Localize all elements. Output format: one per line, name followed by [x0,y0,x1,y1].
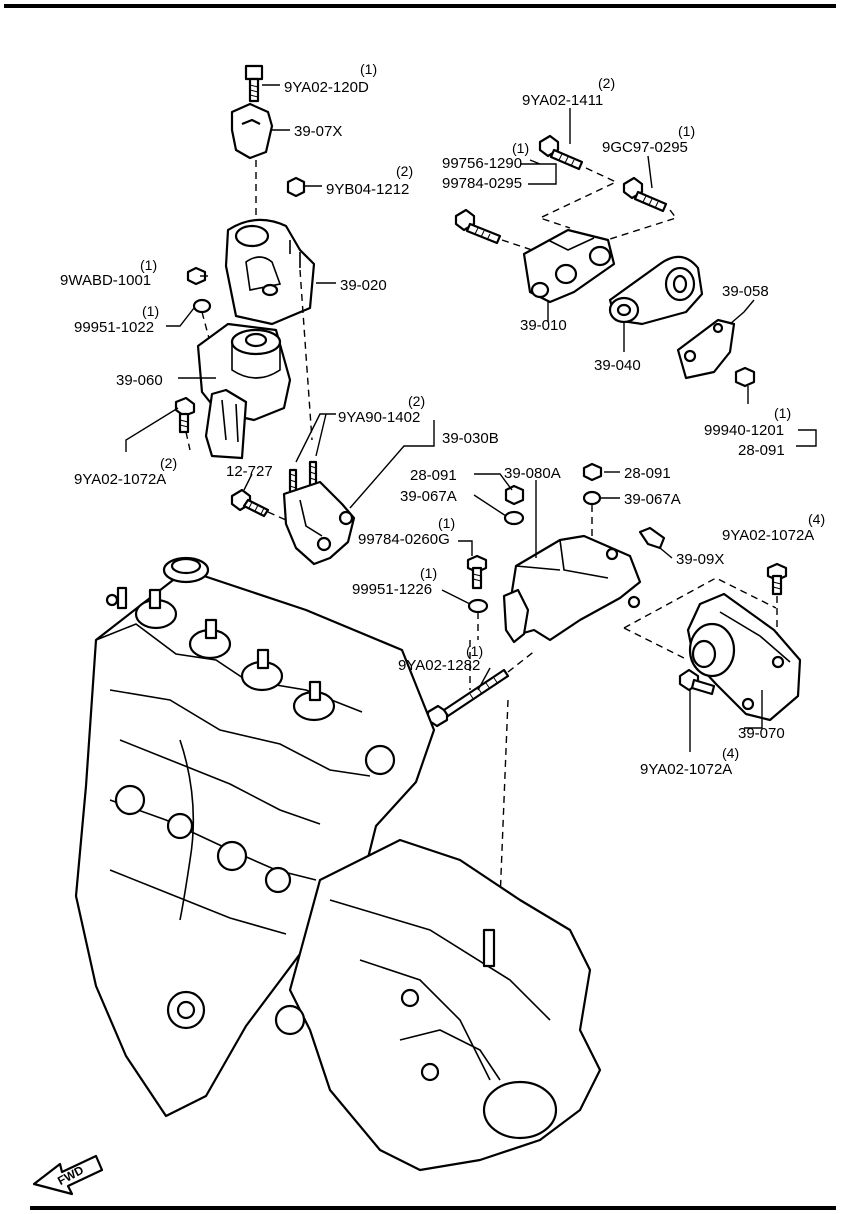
label-39-010: 39-010 [520,317,567,334]
qty-9ya02-1072a-top-right: (4) [808,511,825,527]
label-39-070: 39-070 [738,725,785,742]
washer-99951-1226 [467,598,489,614]
label-28-091-left: 28-091 [410,467,457,484]
plate-39-058 [676,318,736,380]
bolt-99756-1290 [454,208,502,245]
qty-99784-0260g: (1) [438,515,455,531]
label-99756-1290: 99756-1290 [442,155,522,172]
bolt-left-1072a [174,396,196,434]
label-9ya02-1282: 9YA02-1282 [398,657,480,674]
washer-39-067a-left [503,510,525,526]
mount-39-020 [224,218,316,326]
bolt-top [244,64,264,103]
qty-99940-1201: (1) [774,405,791,421]
bracket-39-080a [502,534,642,644]
label-39-09x: 39-09X [676,551,724,568]
label-9ya02-1072a-bottom-right: 9YA02-1072A [640,761,732,778]
washer-39-067a-right [582,490,602,506]
bolt-1072a-top-right [766,562,788,596]
bolt-9ya02-1282 [426,668,510,728]
qty-9ya02-1282: (1) [466,643,483,659]
bolt-1072a-bottom-right [678,668,716,696]
label-28-091-right: 28-091 [624,465,671,482]
nut-9yb04 [286,176,306,198]
label-9yb04-1212: 9YB04-1212 [326,181,409,198]
qty-9gc97-0295: (1) [678,123,695,139]
label-28-091-lower: 28-091 [738,442,785,459]
label-9wabd-1001: 9WABD-1001 [60,272,151,289]
label-99951-1022: 99951-1022 [74,319,154,336]
clip-39-09x [638,526,666,550]
qty-9ya02-1072a-left: (2) [160,455,177,471]
label-9ya02-120d: 9YA02-120D [284,79,369,96]
label-39-080a: 39-080A [504,465,561,482]
label-9gc97-0295: 9GC97-0295 [602,139,688,156]
callout-labels: (1) 9YA02-120D 39-07X (2) 9YB04-1212 (1)… [60,61,825,778]
qty-99756-1290: (1) [512,140,529,156]
torque-rod-39-040 [608,255,704,326]
label-39-020: 39-020 [340,277,387,294]
label-39-060: 39-060 [116,372,163,389]
bracket-39-030b [282,460,356,566]
part-drawings: FWD [32,64,802,1196]
nut-9wabd [186,266,207,286]
mount-39-060 [196,322,292,460]
qty-9ya02-1411: (2) [598,75,615,91]
bracket-39-010 [522,228,616,304]
bracket-39-07x [230,102,274,160]
leader-lines [125,84,817,752]
fwd-arrow-icon: FWD [32,1154,104,1196]
label-39-067a-right: 39-067A [624,491,681,508]
label-9ya02-1072a-left: 9YA02-1072A [74,471,166,488]
label-9ya02-1072a-top-right: 9YA02-1072A [722,527,814,544]
bolt-9ya02-1411 [538,134,584,171]
mount-39-070 [686,592,802,722]
label-99940-1201: 99940-1201 [704,422,784,439]
nut-99940-1201 [734,366,756,388]
qty-9ya02-120d: (1) [360,61,377,77]
label-39-067a-left: 39-067A [400,488,457,505]
washer-99951-1022 [192,298,212,314]
label-39-07x: 39-07X [294,123,342,140]
qty-9wabd-1001: (1) [140,257,157,273]
qty-9yb04-1212: (2) [396,163,413,179]
transmission [274,838,602,1172]
nut-28-091-left [504,484,525,506]
label-9ya02-1411: 9YA02-1411 [522,92,603,109]
qty-99951-1022: (1) [142,303,159,319]
label-99784-0295: 99784-0295 [442,175,522,192]
label-39-058: 39-058 [722,283,769,300]
qty-9ya02-1072a-bottom-right: (4) [722,745,739,761]
bolt-99784-0260g [466,554,488,590]
engine-block [74,556,436,1118]
bolt-12-727 [230,488,270,518]
bolt-9gc97-0295 [622,176,668,213]
label-99784-0260g: 99784-0260G [358,531,450,548]
qty-99951-1226: (1) [420,565,437,581]
qty-9ya90-1402: (2) [408,393,425,409]
label-39-040: 39-040 [594,357,641,374]
label-9ya90-1402: 9YA90-1402 [338,409,420,426]
nut-28-091-right [582,462,603,482]
label-12-727: 12-727 [226,463,273,480]
label-39-030b: 39-030B [442,430,499,447]
label-99951-1226: 99951-1226 [352,581,432,598]
